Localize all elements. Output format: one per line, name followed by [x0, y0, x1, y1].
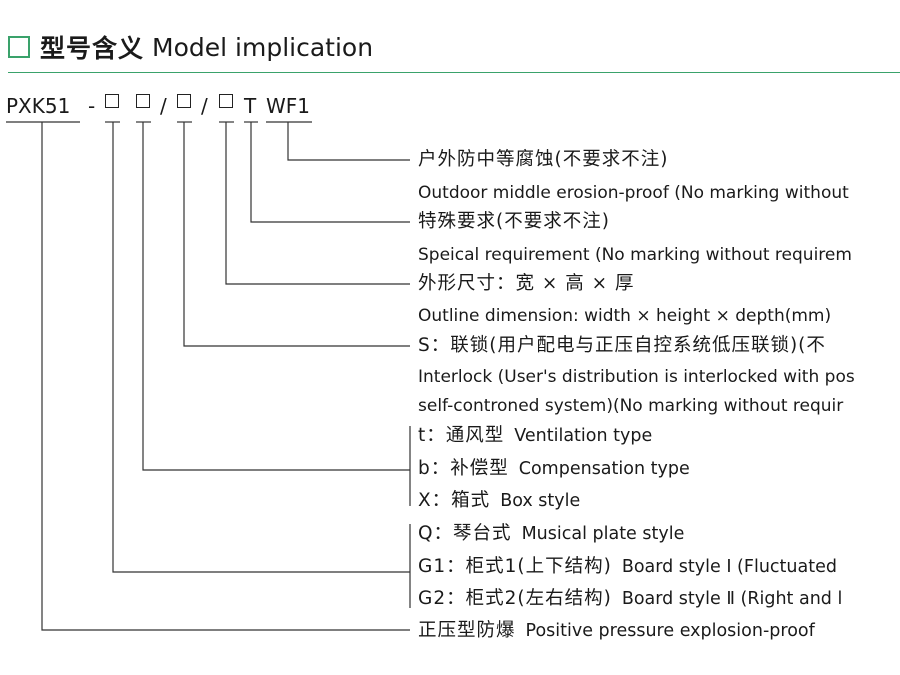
connector-structure: [112, 122, 410, 573]
compensation-zh: b：补偿型: [418, 458, 509, 479]
heading-divider: [8, 72, 900, 73]
structure-g1: G1：柜式1(上下结构) Board style Ⅰ (Fluctuated: [418, 556, 837, 578]
musical-en: Musical plate style: [521, 524, 685, 544]
type-ventilation: t：通风型 Ventilation type: [418, 425, 652, 447]
box-en: Box style: [500, 491, 581, 511]
code-dash: -: [88, 94, 96, 118]
heading-square-icon: [8, 36, 30, 58]
structure-musical: Q：琴台式 Musical plate style: [418, 523, 684, 545]
interlock-zh: S：联锁(用户配电与正压自控系统低压联锁)(不: [418, 335, 826, 356]
ventilation-zh: t：通风型: [418, 425, 505, 446]
special-en: Speical requirement (No marking without …: [418, 245, 852, 265]
section-heading: 型号含义 Model implication: [8, 30, 373, 64]
connector-dimension: [225, 122, 410, 285]
positive-pressure-en: Positive pressure explosion-proof: [525, 621, 815, 641]
code-box-2: [136, 94, 150, 108]
box-zh: X：箱式: [418, 490, 491, 511]
g1-en: Board style Ⅰ (Fluctuated: [621, 557, 837, 577]
connector-wf1: [287, 122, 410, 161]
structure-g2: G2：柜式2(左右结构) Board style Ⅱ (Right and l: [418, 588, 842, 610]
special-zh: 特殊要求(不要求不注): [418, 211, 610, 232]
dimension-en: Outline dimension: width × height × dept…: [418, 306, 832, 326]
connector-interlock: [183, 122, 410, 347]
connector-t: [250, 122, 410, 223]
g2-en: Board style Ⅱ (Right and l: [621, 589, 843, 609]
heading-title-zh: 型号含义: [40, 34, 145, 63]
g2-zh: G2：柜式2(左右结构): [418, 588, 612, 609]
connector-prefix: [41, 122, 410, 631]
compensation-en: Compensation type: [518, 459, 690, 479]
type-compensation: b：补偿型 Compensation type: [418, 458, 690, 480]
code-box-3: [177, 94, 191, 108]
dimension-zh: 外形尺寸：宽 × 高 × 厚: [418, 273, 635, 294]
musical-zh: Q：琴台式: [418, 523, 512, 544]
code-slash-1: /: [160, 94, 167, 118]
code-box-4: [219, 94, 233, 108]
code-box-1: [105, 94, 119, 108]
code-slash-2: /: [201, 94, 208, 118]
ventilation-en: Ventilation type: [514, 426, 653, 446]
code-prefix: PXK51: [6, 94, 71, 118]
type-box: X：箱式 Box style: [418, 490, 580, 512]
g1-zh: G1：柜式1(上下结构): [418, 556, 612, 577]
positive-pressure-zh: 正压型防爆: [418, 620, 516, 641]
connector-type: [142, 122, 410, 471]
heading-title-en: Model implication: [152, 32, 374, 62]
code-wf1: WF1: [266, 94, 311, 118]
code-t: T: [244, 94, 257, 118]
interlock-en-1: Interlock (User's distribution is interl…: [418, 367, 855, 387]
positive-pressure: 正压型防爆 Positive pressure explosion-proof: [418, 620, 815, 642]
interlock-en-2: self-controned system)(No marking withou…: [418, 396, 844, 416]
wf1-zh: 户外防中等腐蚀(不要求不注): [418, 149, 669, 170]
wf1-en: Outdoor middle erosion-proof (No marking…: [418, 183, 849, 203]
